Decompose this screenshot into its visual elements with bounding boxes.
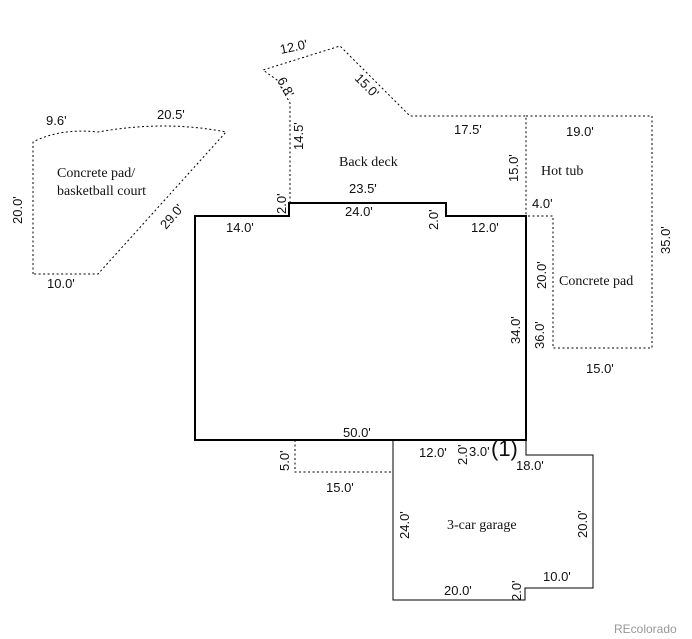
- basketball-court-outline: [32, 125, 227, 275]
- dim-deck-15-0-diag: 15.0': [352, 71, 382, 101]
- dim-deck-23-5: 23.5': [349, 181, 377, 196]
- dim-tub-35-0: 35.0': [658, 226, 673, 254]
- dim-garage-10-0: 10.0': [543, 569, 571, 584]
- dim-garage-18-0: 18.0': [516, 458, 544, 473]
- garage-label: 3-car garage: [447, 518, 517, 533]
- dim-tub-19-0: 19.0': [566, 124, 594, 139]
- concrete-pad-label: Concrete pad: [559, 274, 633, 289]
- dim-court-20-0: 20.0': [10, 196, 25, 224]
- hot-tub-outline: [526, 115, 653, 349]
- dim-garage-2-0-bottom: 2.0': [509, 580, 524, 601]
- dim-court-29-0: 29.0': [157, 201, 187, 232]
- dim-house-2-0-left: 2.0': [274, 193, 289, 214]
- back-deck-outline: [261, 45, 527, 216]
- dim-garage-12-0: 12.0': [419, 445, 447, 460]
- dim-porch-15-0: 15.0': [326, 480, 354, 495]
- dim-deck-6-8: 6.8': [274, 74, 297, 99]
- dim-deck-15-0-right: 15.0': [506, 154, 521, 182]
- dim-house-50-0: 50.0': [343, 425, 371, 440]
- court-label-line2: basketball court: [57, 184, 146, 199]
- court-label-line1: Concrete pad/: [57, 166, 135, 181]
- dim-house-34-0: 34.0': [508, 316, 523, 344]
- back-deck-label: Back deck: [339, 155, 398, 170]
- garage-outline: [392, 440, 594, 601]
- dim-deck-17-5: 17.5': [454, 122, 482, 137]
- dim-garage-2-0-top: 2.0': [455, 444, 470, 465]
- dim-garage-3-0: 3.0': [469, 444, 490, 459]
- dim-garage-20-0-right: 20.0': [575, 510, 590, 538]
- watermark: REcolorado: [614, 622, 677, 636]
- dim-porch-5-0: 5.0': [277, 450, 292, 471]
- dim-house-14-0: 14.0': [226, 220, 254, 235]
- dim-pad-20-0: 20.0': [534, 261, 549, 289]
- dim-house-2-0-right: 2.0': [426, 209, 441, 230]
- dim-court-10-0: 10.0': [47, 276, 75, 291]
- dim-deck-14-5: 14.5': [291, 122, 306, 150]
- dim-garage-20-0-bottom: 20.0': [444, 583, 472, 598]
- dim-house-24-0: 24.0': [345, 204, 373, 219]
- dim-garage-24-0: 24.0': [397, 511, 412, 539]
- marker-1: (1): [491, 436, 518, 461]
- dim-pad-15-0: 15.0': [586, 361, 614, 376]
- dim-tub-4-0: 4.0': [532, 196, 553, 211]
- dim-house-12-0: 12.0': [471, 220, 499, 235]
- dim-deck-12-0: 12.0': [279, 36, 309, 56]
- dim-pad-36-0: 36.0': [532, 321, 547, 349]
- porch-outline: [294, 440, 393, 473]
- house-outline: [194, 202, 527, 441]
- dim-court-20-5: 20.5': [157, 107, 185, 122]
- hot-tub-label: Hot tub: [541, 164, 583, 179]
- dim-court-9-6: 9.6': [46, 113, 67, 128]
